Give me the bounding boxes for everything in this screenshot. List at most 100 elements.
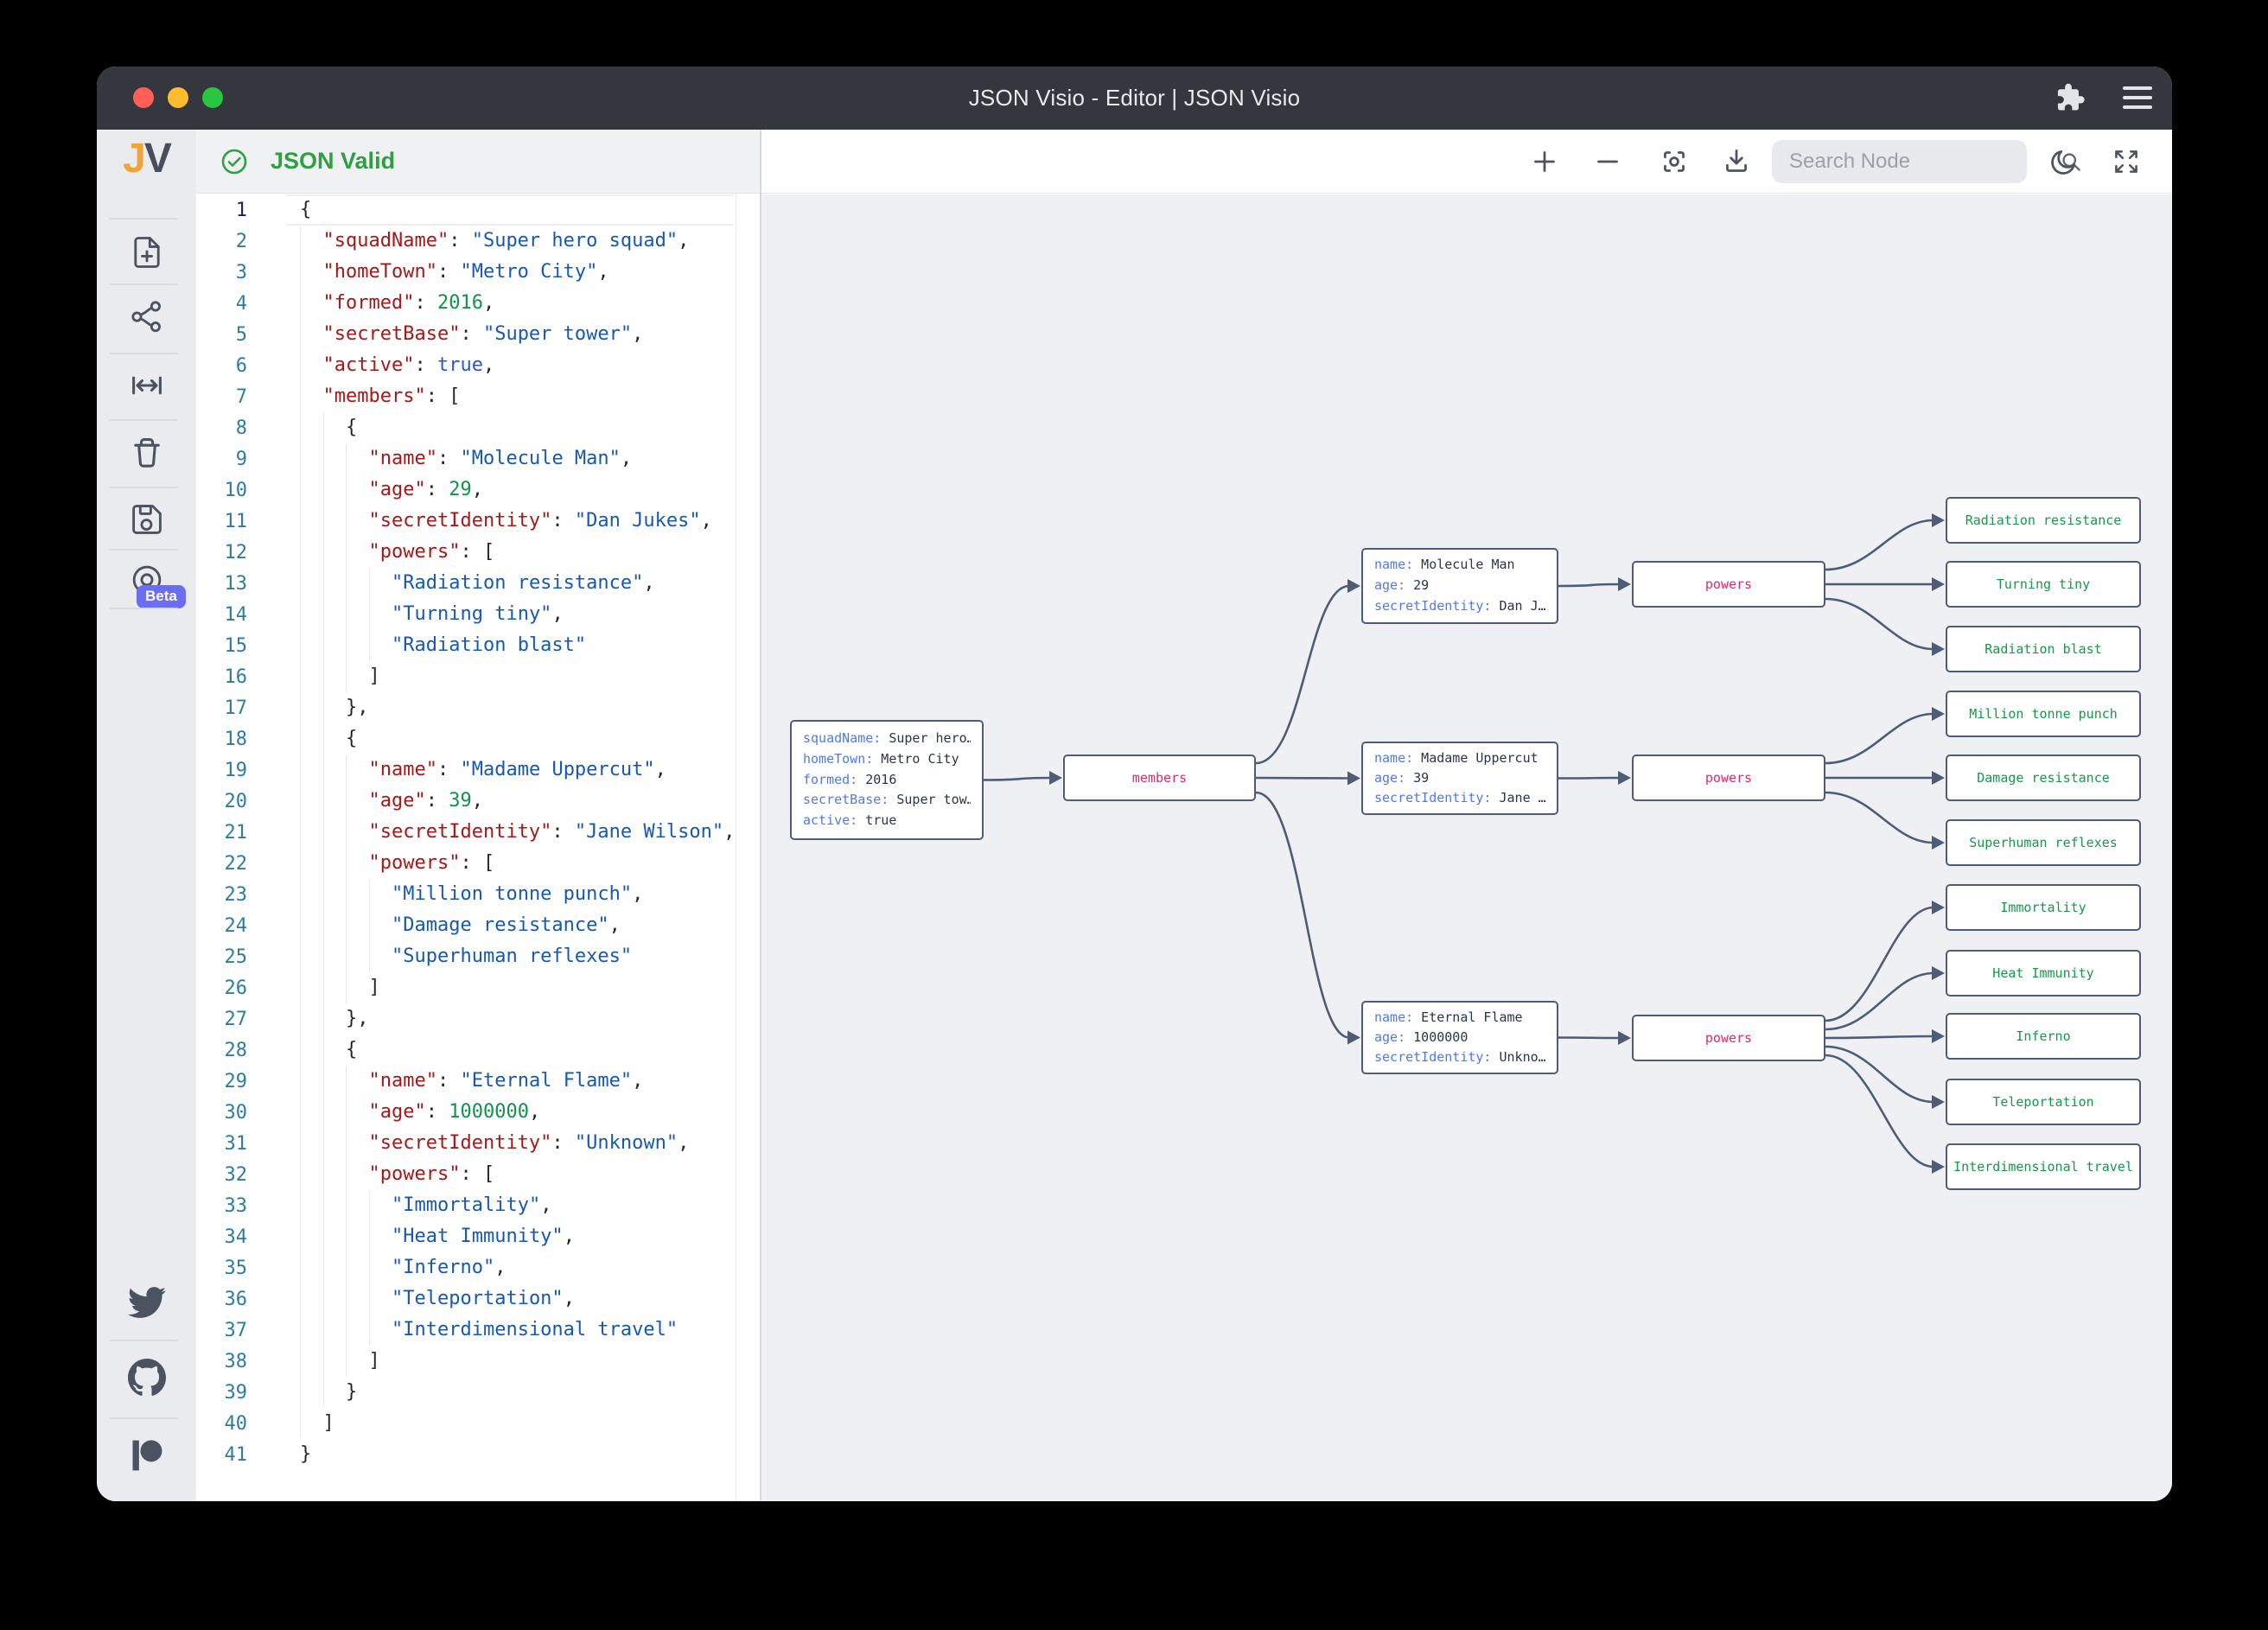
editor-line[interactable]: 13"Radiation resistance", (196, 568, 760, 599)
editor-line[interactable]: 6"active": true, (196, 350, 760, 381)
editor-pane: JSON Valid 1{2"squadName": "Super hero s… (196, 130, 761, 1501)
editor-line[interactable]: 22"powers": [ (196, 848, 760, 879)
window-titlebar: JSON Visio - Editor | JSON Visio (97, 67, 2172, 130)
editor-line[interactable]: 41} (196, 1439, 760, 1470)
graph-node-leaf-10[interactable]: Teleportation (1946, 1079, 2141, 1125)
graph-node-powers-2[interactable]: powers (1632, 755, 1825, 801)
code-text: "Immortality", (392, 1194, 552, 1216)
editor-line[interactable]: 3"homeTown": "Metro City", (196, 257, 760, 288)
editor-line[interactable]: 8{ (196, 412, 760, 443)
github-icon[interactable] (128, 1359, 166, 1397)
editor-overview-ruler[interactable] (736, 194, 760, 1501)
editor-line[interactable]: 28{ (196, 1035, 760, 1066)
graph-node-leaf-1[interactable]: Radiation resistance (1946, 497, 2141, 544)
editor-line[interactable]: 15"Radiation blast" (196, 630, 760, 661)
json-code-editor[interactable]: 1{2"squadName": "Super hero squad",3"hom… (196, 194, 760, 1501)
graph-view-icon[interactable] (128, 297, 166, 335)
editor-line[interactable]: 29"name": "Eternal Flame", (196, 1066, 760, 1097)
editor-line[interactable]: 14"Turning tiny", (196, 599, 760, 630)
editor-line[interactable]: 35"Inferno", (196, 1252, 760, 1283)
download-icon[interactable] (1720, 145, 1753, 178)
editor-line[interactable]: 36"Teleportation", (196, 1283, 760, 1315)
editor-line[interactable]: 26] (196, 972, 760, 1003)
graph-node-powers-1[interactable]: powers (1632, 561, 1825, 608)
editor-line[interactable]: 40] (196, 1408, 760, 1439)
editor-line[interactable]: 39} (196, 1377, 760, 1408)
code-text: "Heat Immunity", (392, 1226, 575, 1247)
minimize-window-button[interactable] (168, 87, 188, 108)
graph-node-root[interactable]: squadName: Super hero…homeTown: Metro Ci… (790, 720, 984, 840)
editor-line[interactable]: 32"powers": [ (196, 1159, 760, 1190)
dark-mode-moon-icon[interactable] (2048, 145, 2080, 178)
editor-line[interactable]: 10"age": 29, (196, 474, 760, 506)
line-number: 34 (224, 1226, 248, 1248)
editor-line[interactable]: 25"Superhuman reflexes" (196, 941, 760, 972)
graph-node-powers-3[interactable]: powers (1632, 1015, 1825, 1061)
jv-logo[interactable]: JV (123, 136, 172, 181)
expand-width-icon[interactable] (128, 366, 166, 404)
editor-line[interactable]: 37"Interdimensional travel" (196, 1315, 760, 1346)
save-icon[interactable] (128, 500, 166, 538)
patreon-icon[interactable] (128, 1436, 166, 1474)
editor-line[interactable]: 33"Immortality", (196, 1190, 760, 1221)
new-document-icon[interactable] (128, 233, 166, 271)
graph-node-leaf-3[interactable]: Radiation blast (1946, 626, 2141, 672)
code-text: "members": [ (322, 385, 461, 407)
editor-line[interactable]: 27}, (196, 1003, 760, 1035)
graph-canvas[interactable]: squadName: Super hero…homeTown: Metro Ci… (761, 194, 2172, 1501)
code-text: "secretIdentity": "Dan Jukes", (368, 510, 712, 532)
editor-line[interactable]: 20"age": 39, (196, 786, 760, 817)
menu-icon[interactable] (2119, 80, 2156, 116)
graph-edges (983, 513, 1945, 1174)
editor-line[interactable]: 7"members": [ (196, 381, 760, 412)
editor-line[interactable]: 2"squadName": "Super hero squad", (196, 226, 760, 257)
graph-node-leaf-5[interactable]: Damage resistance (1946, 755, 2141, 801)
fullscreen-icon[interactable] (2110, 145, 2143, 178)
editor-line[interactable]: 16] (196, 661, 760, 692)
editor-line[interactable]: 1{ (196, 194, 760, 226)
code-text: "name": "Eternal Flame", (368, 1070, 644, 1092)
code-text: "name": "Molecule Man", (368, 448, 633, 469)
editor-line[interactable]: 11"secretIdentity": "Dan Jukes", (196, 506, 760, 537)
zoom-in-icon[interactable] (1528, 145, 1561, 178)
center-focus-icon[interactable] (1658, 145, 1691, 178)
close-window-button[interactable] (133, 87, 154, 108)
search-node-input[interactable] (1772, 150, 2057, 174)
editor-line[interactable]: 30"age": 1000000, (196, 1097, 760, 1128)
editor-line[interactable]: 21"secretIdentity": "Jane Wilson", (196, 817, 760, 848)
editor-line[interactable]: 19"name": "Madame Uppercut", (196, 755, 760, 786)
zoom-out-icon[interactable] (1591, 145, 1624, 178)
editor-line[interactable]: 17}, (196, 692, 760, 723)
code-text: } (300, 1443, 312, 1465)
editor-line[interactable]: 38] (196, 1346, 760, 1377)
graph-node-leaf-9[interactable]: Inferno (1946, 1013, 2141, 1060)
extension-puzzle-icon[interactable] (2050, 80, 2086, 116)
code-text: "formed": 2016, (322, 292, 495, 314)
line-number: 40 (224, 1412, 248, 1435)
editor-line[interactable]: 9"name": "Molecule Man", (196, 443, 760, 474)
editor-line[interactable]: 4"formed": 2016, (196, 288, 760, 319)
graph-node-members[interactable]: members (1063, 755, 1256, 801)
delete-icon[interactable] (128, 434, 166, 472)
editor-line[interactable]: 24"Damage resistance", (196, 910, 760, 941)
line-number: 38 (224, 1350, 248, 1372)
graph-node-leaf-2[interactable]: Turning tiny (1946, 561, 2141, 608)
editor-line[interactable]: 18{ (196, 723, 760, 755)
line-number: 41 (224, 1443, 248, 1466)
json-valid-status: JSON Valid (271, 148, 396, 174)
graph-node-leaf-11[interactable]: Interdimensional travel (1946, 1143, 2141, 1190)
graph-node-leaf-7[interactable]: Immortality (1946, 884, 2141, 931)
editor-line[interactable]: 23"Million tonne punch", (196, 879, 760, 910)
editor-line[interactable]: 31"secretIdentity": "Unknown", (196, 1128, 760, 1159)
graph-node-leaf-6[interactable]: Superhuman reflexes (1946, 819, 2141, 866)
editor-line[interactable]: 5"secretBase": "Super tower", (196, 319, 760, 350)
graph-node-leaf-8[interactable]: Heat Immunity (1946, 950, 2141, 996)
editor-line[interactable]: 34 "Heat Immunity", (196, 1221, 760, 1252)
graph-node-leaf-4[interactable]: Million tonne punch (1946, 691, 2141, 737)
zoom-window-button[interactable] (202, 87, 223, 108)
twitter-icon[interactable] (128, 1283, 166, 1321)
editor-line[interactable]: 12"powers": [ (196, 537, 760, 568)
